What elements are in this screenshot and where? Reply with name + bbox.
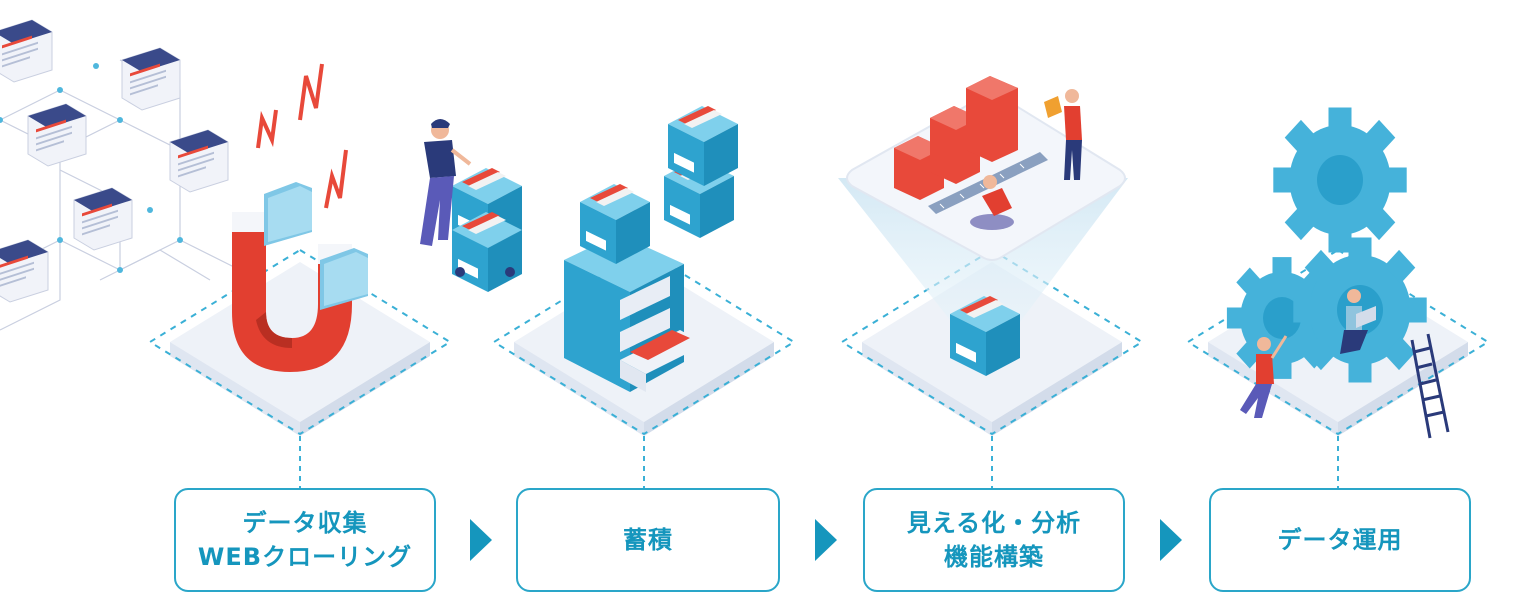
step-label-line: 機能構築 bbox=[944, 543, 1044, 571]
step-box-operation: データ運用 bbox=[1209, 488, 1471, 592]
step-box-data-collection: データ収集 WEBクローリング bbox=[174, 488, 436, 592]
step-box-visualization: 見える化・分析 機能構築 bbox=[863, 488, 1125, 592]
next-arrow-icon bbox=[815, 519, 837, 561]
step-label-line: データ収集 bbox=[242, 509, 368, 537]
step-label-line: WEBクローリング bbox=[197, 543, 413, 571]
step-box-storage: 蓄積 bbox=[516, 488, 780, 592]
person-with-cart-icon bbox=[420, 119, 522, 292]
gears-icon bbox=[1226, 107, 1450, 439]
step-label-line: 蓄積 bbox=[623, 526, 673, 554]
connector-lines bbox=[299, 436, 1339, 488]
web-network-illustration bbox=[0, 19, 241, 331]
step-label-line: 見える化・分析 bbox=[906, 509, 1082, 537]
next-arrow-icon bbox=[1160, 519, 1182, 561]
filing-cabinet-icon bbox=[564, 234, 706, 392]
magnetic-field-icon bbox=[256, 63, 348, 209]
folder-icon bbox=[264, 182, 368, 310]
step-label-line: データ運用 bbox=[1277, 526, 1403, 554]
visualization-funnel-icon bbox=[838, 76, 1128, 376]
next-arrow-icon bbox=[470, 519, 492, 561]
